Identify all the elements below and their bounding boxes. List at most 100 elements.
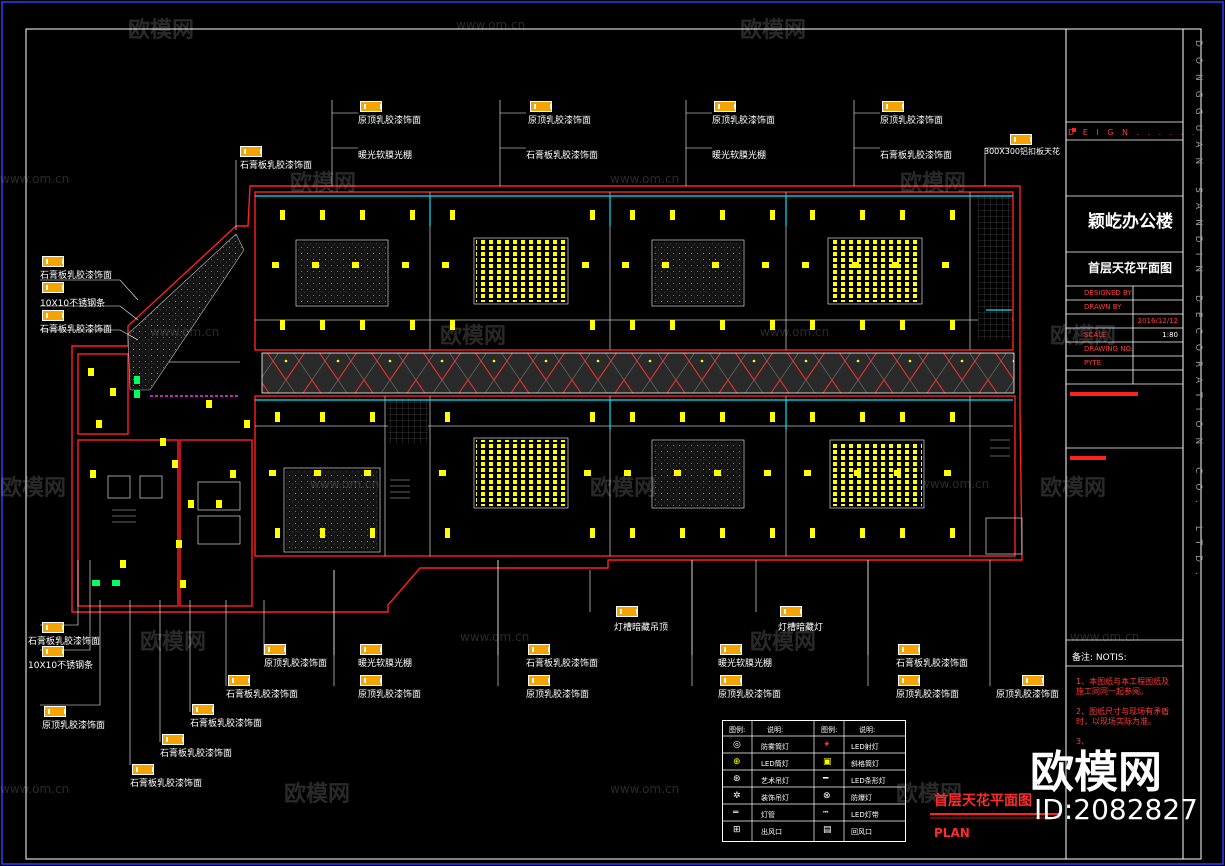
- material-label: 暖光软膜光棚: [712, 151, 767, 161]
- watermark-id: ID:2082827: [1034, 793, 1198, 826]
- light-fixture: [312, 262, 319, 268]
- legend-symbol-icon: ▤: [823, 825, 832, 835]
- legend-header: 说明:: [859, 726, 876, 734]
- light-fixture: [720, 210, 725, 220]
- note-item: 2、图纸尺寸与现场有矛盾时，以现场实际为准。: [1076, 707, 1170, 726]
- material-label: 原顶乳胶漆饰面: [718, 690, 782, 700]
- light-fixture: [450, 210, 455, 220]
- partitions: [107, 192, 1023, 556]
- material-label: 原顶乳胶漆饰面: [42, 721, 106, 731]
- watermark-url: www.om.cn: [610, 782, 680, 796]
- material-tag-icon: [528, 644, 550, 655]
- material-label: 原顶乳胶漆饰面: [358, 116, 422, 126]
- light-fixture: [854, 470, 861, 476]
- light-fixture: [720, 320, 725, 330]
- legend-symbol-icon: ═: [733, 808, 739, 818]
- stairs: [112, 439, 1010, 523]
- watermark-url: www.om.cn: [460, 630, 530, 644]
- light-fixture: [770, 528, 775, 538]
- light-fixture: [670, 320, 675, 330]
- light-fixture: [360, 210, 365, 220]
- legend-desc: LED条形灯: [851, 777, 886, 785]
- light-fixture: [950, 210, 955, 220]
- light-fixture: [804, 470, 811, 476]
- light-fixture: [314, 470, 321, 476]
- light-fixture: [590, 210, 595, 220]
- light-fixture: [900, 528, 905, 538]
- light-fixture: [230, 470, 236, 478]
- light-fixture: [674, 470, 681, 476]
- light-fixture: [410, 210, 415, 220]
- material-label: 原顶乳胶漆饰面: [264, 659, 328, 669]
- watermark-brand: 欧模网: [284, 782, 351, 807]
- company-name-vertical: DONGGUAN SANDIN DECORATION CO. LTD.: [1193, 40, 1203, 585]
- light-fixture: [860, 320, 865, 330]
- light-fixture: [320, 528, 325, 538]
- light-fixture: [590, 528, 595, 538]
- material-tag-icon: [616, 606, 638, 617]
- light-fixture: [852, 262, 859, 268]
- light-fixture: [950, 528, 955, 538]
- legend-desc: 装饰吊灯: [761, 794, 789, 802]
- light-fixture: [206, 400, 212, 408]
- legend-desc: 出风口: [761, 828, 782, 836]
- material-label: 石膏板乳胶漆饰面: [526, 151, 599, 161]
- material-label: 10X10不锈钢条: [40, 299, 106, 309]
- light-fixture: [630, 320, 635, 330]
- light-fixture: [860, 528, 865, 538]
- material-label: 石膏板乳胶漆饰面: [526, 659, 599, 669]
- light-fixture: [810, 320, 815, 330]
- material-label: 石膏板乳胶漆饰面: [226, 690, 299, 700]
- light-fixture: [275, 528, 280, 538]
- material-label: 原顶乳胶漆饰面: [880, 116, 944, 126]
- material-tag-icon: [528, 675, 550, 686]
- light-fixture: [712, 262, 719, 268]
- light-fixture: [900, 412, 905, 422]
- light-fixture: [439, 470, 446, 476]
- light-fixture: [662, 262, 669, 268]
- material-tag-icon: [720, 644, 742, 655]
- watermark-url: www.om.cn: [310, 477, 380, 491]
- watermark-brand: 欧模网: [740, 18, 807, 43]
- material-tag-icon: [132, 764, 154, 775]
- watermark-url: www.om.cn: [150, 325, 220, 339]
- light-fixture: [364, 470, 371, 476]
- material-tag-icon: [264, 644, 286, 655]
- material-tag-icon: [360, 644, 382, 655]
- watermark-brand: 欧模网: [896, 782, 963, 807]
- watermark-url: www.om.cn: [1070, 630, 1140, 644]
- light-fixture: [272, 262, 279, 268]
- light-fixture: [582, 262, 589, 268]
- light-fixture: [860, 210, 865, 220]
- light-fixture: [160, 438, 166, 446]
- material-label: 灯槽暗藏灯: [778, 623, 824, 633]
- watermark-url: www.om.cn: [456, 18, 526, 32]
- light-fixture: [590, 320, 595, 330]
- material-tag-icon: [530, 101, 552, 112]
- light-fixture: [764, 470, 771, 476]
- material-label: 原顶乳胶漆饰面: [896, 690, 960, 700]
- plan-subtitle: PLAN: [934, 826, 970, 840]
- plan-title: 首层天花平面图: [934, 793, 1032, 809]
- legend-desc: LED筒灯: [761, 760, 789, 768]
- legend-symbol-icon: ⊗: [823, 791, 831, 801]
- material-label: 石膏板乳胶漆饰面: [896, 659, 969, 669]
- material-tag-icon: [162, 734, 184, 745]
- light-fixture: [445, 412, 450, 422]
- company-logo: D E I G N . . . . . .: [1068, 128, 1198, 137]
- material-label: 石膏板乳胶漆饰面: [240, 161, 313, 171]
- material-label: 灯槽暗藏吊顶: [614, 623, 669, 633]
- light-fixture: [950, 412, 955, 422]
- light-fixture: [172, 460, 178, 468]
- light-fixture: [120, 560, 126, 568]
- light-fixture: [320, 412, 325, 422]
- legend-symbol-icon: ✲: [733, 791, 741, 801]
- material-label: 原顶乳胶漆饰面: [528, 116, 592, 126]
- light-fixture: [810, 528, 815, 538]
- light-fixture: [370, 528, 375, 538]
- leader-lines: [40, 100, 1010, 765]
- light-fixture: [360, 320, 365, 330]
- light-fixture: [714, 470, 721, 476]
- watermark-large: 欧模网: [1030, 747, 1162, 798]
- watermark-brand: 欧模网: [1050, 324, 1117, 349]
